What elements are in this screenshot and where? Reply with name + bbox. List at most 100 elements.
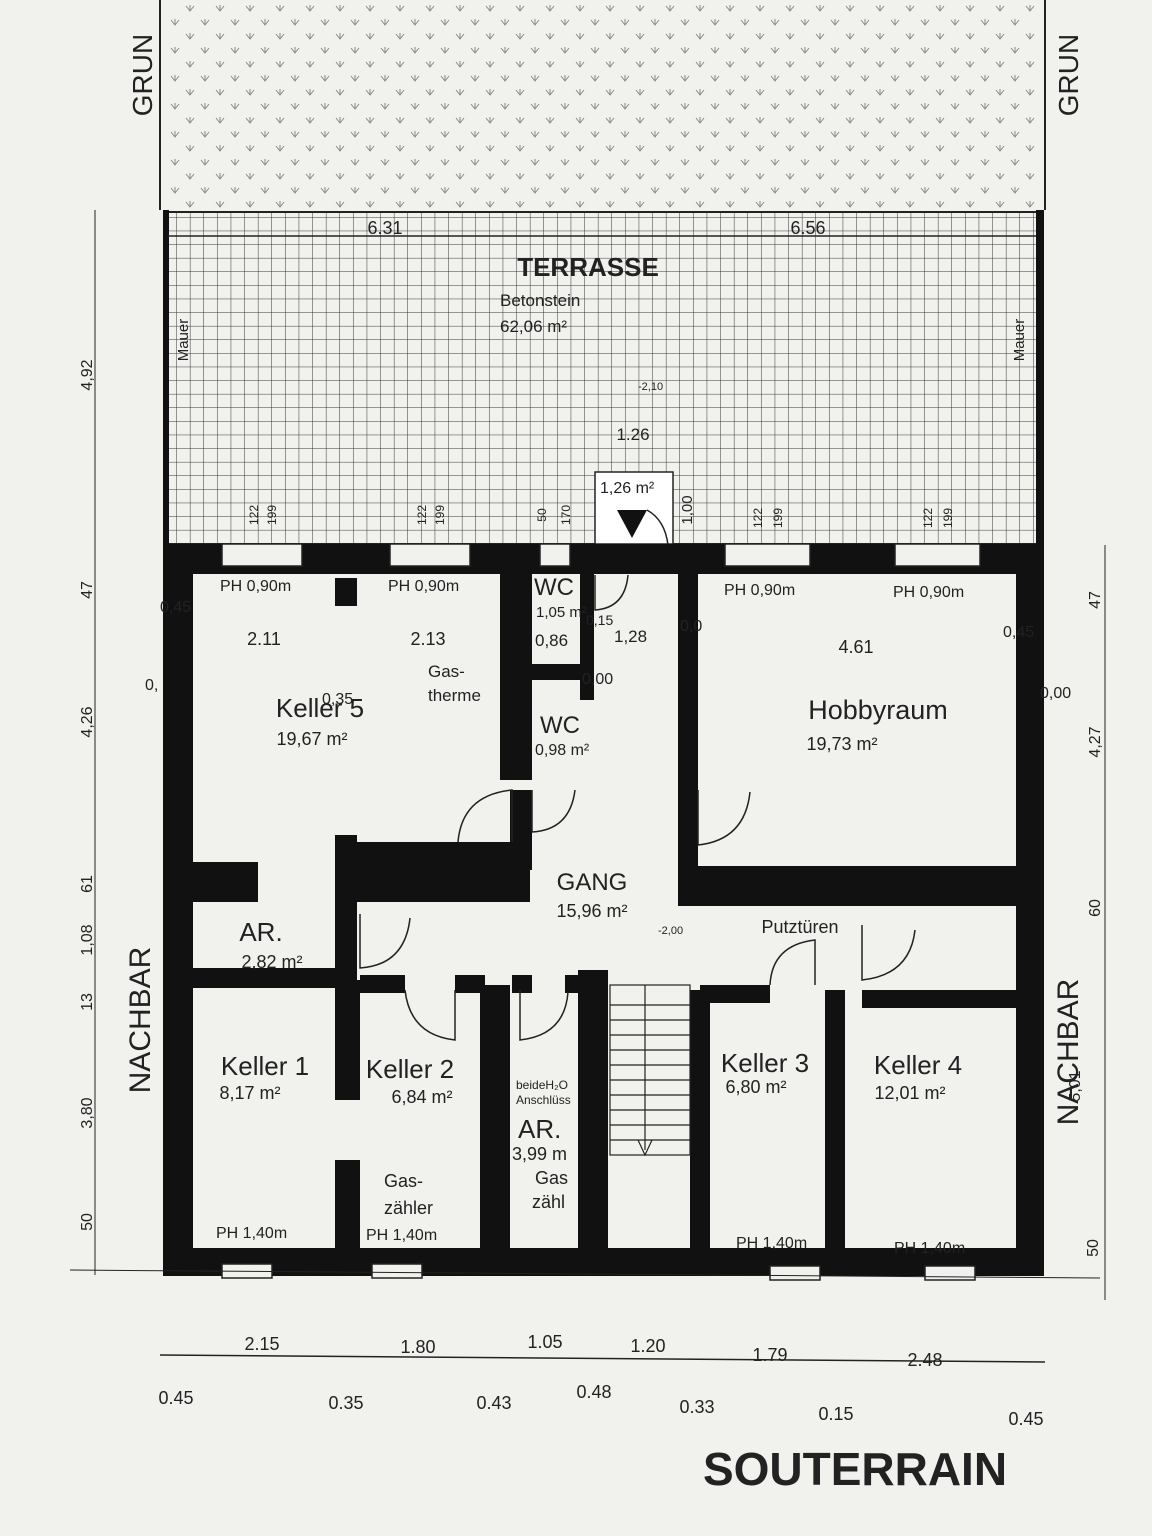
doors [359, 574, 916, 1041]
dim-mid-a: 0,0 [680, 618, 702, 635]
room-name: Keller 5 [276, 693, 364, 723]
room-area: 1,05 m² [536, 604, 587, 621]
dim-right: 50 [1085, 1239, 1102, 1257]
gastherme-label: therme [428, 686, 481, 705]
edge-label-left-top: GRUN [127, 34, 158, 116]
dim-bottom: 1.79 [752, 1345, 787, 1365]
gas-meter-label: Gas [535, 1168, 568, 1188]
window-code: 122 [921, 508, 935, 528]
terrace-wall-left: Mauer [175, 319, 192, 362]
room-name: Keller 4 [874, 1050, 962, 1080]
gas-meter-label: zähler [384, 1198, 433, 1218]
room-name: Keller 3 [721, 1048, 809, 1078]
edge-label-right-top: GRUN [1053, 34, 1084, 116]
dim-right: 47 [1087, 591, 1104, 609]
window-code: 50 [535, 508, 549, 522]
gastherme-label: Gas- [428, 662, 465, 681]
dim-left: 4,26 [79, 706, 96, 737]
window-code: 199 [265, 505, 279, 525]
ar2-note: beideH₂O [516, 1078, 568, 1092]
ar2-note: Anschlüss [516, 1093, 571, 1107]
neighbor-label-right: NACHBAR [1052, 979, 1085, 1126]
gang-level: -2,00 [658, 925, 683, 937]
staircase [609, 984, 691, 1157]
window-sill-label: PH 1,40m [736, 1235, 807, 1252]
window-sill-label: PH 1,40m [366, 1227, 437, 1244]
neighbor-label-left: NACHBAR [124, 947, 157, 1094]
putz-label: Putztüren [761, 917, 838, 937]
room-area: 6,84 m² [391, 1087, 452, 1107]
dim-bottom: 0.35 [328, 1393, 363, 1413]
window-code: 122 [751, 508, 765, 528]
window-sill-label: PH 0,90m [724, 582, 795, 599]
dim-bottom: 0.15 [818, 1404, 853, 1424]
terrace-width-right: 6.56 [790, 218, 825, 238]
landing-width: 1.26 [616, 425, 649, 444]
dim-left-b: 0, [145, 677, 158, 694]
window-code: 199 [771, 508, 785, 528]
room-name: Keller 1 [221, 1051, 309, 1081]
dim-bottom: 1.80 [400, 1337, 435, 1357]
room-area: 0,98 m² [535, 742, 590, 759]
dim-left: 61 [79, 875, 96, 893]
room-area: 6,80 m² [725, 1077, 786, 1097]
dim-left: 47 [79, 581, 96, 599]
walls [163, 544, 1044, 1276]
dim-bottom: 0.43 [476, 1393, 511, 1413]
dim-bottom: 0.45 [1008, 1409, 1043, 1429]
room-area: 8,17 m² [219, 1083, 280, 1103]
dim-keller5-b: 2.13 [410, 629, 445, 649]
dim-bottom: 0.45 [158, 1388, 193, 1408]
room-name: WC [540, 712, 580, 739]
room-name: AR. [518, 1114, 561, 1144]
terrace-material: Betonstein [500, 291, 580, 310]
dim-right: 4,27 [1087, 726, 1104, 757]
dim-wc-b: 1,28 [614, 627, 647, 646]
floor-title: SOUTERRAIN [703, 1443, 1007, 1495]
dim-keller5-mid: 0,35 [322, 691, 353, 708]
terrace-level: -2,10 [638, 381, 663, 393]
window-code: 199 [941, 508, 955, 528]
dim-wc-a: 0,86 [535, 631, 568, 650]
landing-depth: 1,00 [679, 495, 696, 524]
room-name: Keller 2 [366, 1054, 454, 1084]
gas-meter-label: zähl [532, 1192, 565, 1212]
dim-left: 4,92 [79, 359, 96, 390]
window-code: 122 [415, 505, 429, 525]
dim-bottom: 2.48 [907, 1350, 942, 1370]
dim-bottom: 1.05 [527, 1332, 562, 1352]
dim-right-a: 0,45 [1003, 624, 1034, 641]
dim-left-a: 0,45 [160, 599, 191, 616]
room-area: 2,82 m² [241, 952, 302, 972]
dim-left: 50 [79, 1213, 96, 1231]
dim-hobby: 4.61 [838, 637, 873, 657]
dim-wc-c: 0,15 [586, 612, 613, 628]
window-sill-label: PH 0,90m [893, 584, 964, 601]
dim-left: 3,80 [79, 1097, 96, 1128]
dim-left: 13 [79, 993, 96, 1011]
terrace-width-left: 6.31 [367, 218, 402, 238]
window-code: 199 [433, 505, 447, 525]
terrace-wall-right: Mauer [1011, 319, 1028, 362]
window-sill-label: PH 0,90m [388, 578, 459, 595]
terrace-title: TERRASSE [517, 252, 659, 282]
dim-keller5-a: 2.11 [247, 629, 281, 649]
room-name: AR. [239, 917, 282, 947]
dim-left: 1,08 [79, 924, 96, 955]
room-area: 12,01 m² [874, 1083, 945, 1103]
dim-right-b: 0,00 [1040, 685, 1071, 702]
landing-area: 1,26 m² [600, 480, 655, 497]
room-name: Hobbyraum [808, 695, 948, 725]
gas-meter-label: Gas- [384, 1171, 423, 1191]
room-name: GANG [557, 869, 628, 896]
lawn-area [165, 0, 1040, 210]
dim-right: 5,01 [1067, 1070, 1084, 1101]
dim-bottom: 1.20 [630, 1336, 665, 1356]
terrace-area: 62,06 m² [500, 317, 567, 336]
room-area: 15,96 m² [556, 901, 627, 921]
room-area: 3,99 m [512, 1144, 567, 1164]
dim-right: 60 [1087, 899, 1104, 917]
window-sill-label: PH 0,90m [220, 578, 291, 595]
entry-arrow-icon [617, 510, 647, 538]
room-area: 19,73 m² [806, 734, 877, 754]
